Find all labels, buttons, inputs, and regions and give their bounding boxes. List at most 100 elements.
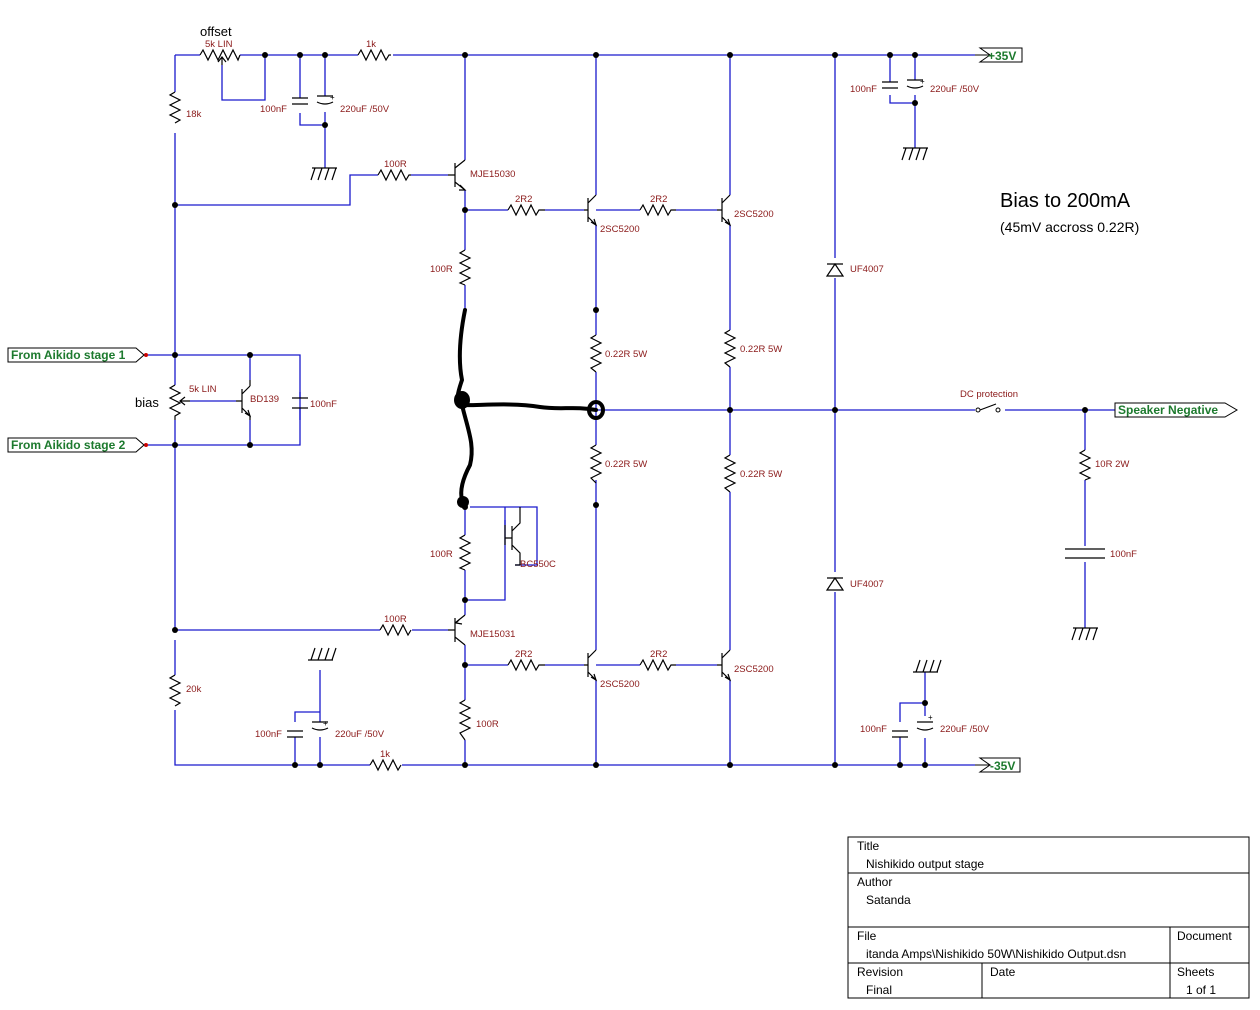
svg-text:20k: 20k [186, 684, 202, 695]
resistor-1k-bot [369, 758, 402, 772]
diode-uf4007-1 [825, 262, 845, 277]
port-plus35v: +35V [975, 47, 1023, 63]
cap-100n-br [892, 730, 908, 738]
svg-text:100nF: 100nF [860, 724, 887, 735]
resistor-100r-top [458, 249, 472, 286]
svg-text:Final: Final [866, 983, 892, 997]
cap-220-tl [316, 95, 334, 105]
svg-text:BD139: BD139 [250, 394, 279, 405]
svg-text:MJE15031: MJE15031 [470, 629, 515, 640]
bias-label: bias [135, 395, 159, 410]
resistor-2r2-a [507, 203, 545, 217]
svg-text:Revision: Revision [857, 965, 903, 979]
transistor-2sc5200-1 [584, 194, 598, 227]
diode-uf4007-2 [825, 576, 845, 591]
resistor-10r [1078, 449, 1092, 481]
svg-text:itanda Amps\Nishikido 50W\Nish: itanda Amps\Nishikido 50W\Nishikido Outp… [866, 947, 1126, 961]
svg-text:2SC5200: 2SC5200 [600, 224, 640, 235]
resistor-100r-mid [458, 534, 472, 571]
svg-text:100nF: 100nF [1110, 549, 1137, 560]
resistors [168, 48, 1092, 772]
svg-text:220uF /50V: 220uF /50V [940, 724, 990, 735]
svg-text:220uF /50V: 220uF /50V [335, 729, 385, 740]
pot-bias [168, 384, 182, 420]
svg-text:220uF /50V: 220uF /50V [340, 104, 390, 115]
svg-text:2SC5200: 2SC5200 [600, 679, 640, 690]
svg-text:+: + [920, 77, 925, 86]
resistor-2r2-b [639, 203, 676, 217]
svg-text:2R2: 2R2 [650, 649, 667, 660]
svg-text:BC550C: BC550C [520, 559, 556, 570]
hand-drawn-wires [454, 308, 605, 508]
transistors [236, 159, 732, 682]
svg-text:Speaker Negative: Speaker Negative [1118, 403, 1218, 417]
resistor-100r-bot [458, 699, 472, 741]
transistor-bd139 [236, 380, 252, 420]
svg-text:2R2: 2R2 [515, 649, 532, 660]
resistor-022-4 [723, 454, 737, 493]
svg-text:100R: 100R [384, 159, 407, 170]
svg-text:-35V: -35V [990, 759, 1015, 773]
resistor-20k [168, 674, 182, 707]
cap-100n-bl [287, 730, 303, 738]
cap-220-bl [311, 721, 329, 731]
pot-bias-label: 5k LIN [189, 384, 217, 395]
svg-text:100nF: 100nF [255, 729, 282, 740]
svg-text:From Aikido stage 1: From Aikido stage 1 [11, 348, 126, 362]
pot-offset [199, 48, 241, 62]
bias-note: Bias to 200mA (45mV accross 0.22R) [1000, 190, 1139, 235]
transistor-mje15030 [448, 159, 467, 191]
bias-note-subtitle: (45mV accross 0.22R) [1000, 219, 1139, 235]
svg-text:100R: 100R [384, 614, 407, 625]
cap-220-br [916, 721, 934, 731]
svg-text:Author: Author [857, 875, 892, 889]
svg-text:2SC5200: 2SC5200 [734, 664, 774, 675]
junction-dots [144, 52, 1088, 768]
wires [148, 54, 1115, 766]
offset-label: offset [200, 24, 232, 39]
title-block: Title Nishikido output stage Author Sata… [847, 836, 1250, 999]
transistor-2sc5200-4 [717, 649, 732, 682]
svg-text:Nishikido output stage: Nishikido output stage [866, 857, 984, 871]
svg-text:Sheets: Sheets [1177, 965, 1214, 979]
svg-text:100R: 100R [476, 719, 499, 730]
svg-text:1 of 1: 1 of 1 [1186, 983, 1216, 997]
svg-text:+: + [323, 719, 328, 728]
svg-text:18k: 18k [186, 109, 202, 120]
port-speaker-negative: Speaker Negative [1114, 402, 1238, 418]
svg-text:220uF /50V: 220uF /50V [930, 84, 980, 95]
svg-text:UF4007: UF4007 [850, 579, 884, 590]
cap-100n-tl [292, 97, 308, 105]
component-labels: offset 5k LIN bias 5k LIN 18k 20k 1k 1k … [135, 24, 1137, 760]
svg-text:UF4007: UF4007 [850, 264, 884, 275]
cap-100n-zobel [1065, 548, 1105, 559]
svg-text:Satanda: Satanda [866, 893, 911, 907]
svg-text:0.22R 5W: 0.22R 5W [740, 469, 782, 480]
svg-text:Title: Title [857, 839, 880, 853]
port-minus35v: -35V [975, 757, 1021, 773]
resistor-100r-base-bot [379, 623, 412, 637]
svg-text:1k: 1k [366, 39, 376, 50]
transistor-mje15031 [448, 614, 466, 646]
svg-text:2R2: 2R2 [515, 194, 532, 205]
svg-text:1k: 1k [380, 749, 390, 760]
svg-text:0.22R 5W: 0.22R 5W [605, 459, 647, 470]
resistor-2r2-d [639, 658, 676, 672]
svg-text:+: + [928, 713, 933, 722]
resistor-100r-base-top [377, 168, 411, 182]
resistor-022-3 [589, 444, 603, 484]
svg-text:+: + [330, 93, 335, 102]
svg-text:DC protection: DC protection [960, 389, 1018, 400]
svg-text:MJE15030: MJE15030 [470, 169, 515, 180]
transistor-2sc5200-2 [717, 194, 732, 227]
capacitors: + + + + [287, 77, 1105, 738]
svg-text:0.22R 5W: 0.22R 5W [605, 349, 647, 360]
svg-text:File: File [857, 929, 877, 943]
svg-text:+35V: +35V [988, 49, 1016, 63]
resistor-2r2-c [507, 658, 545, 672]
pot-offset-label: 5k LIN [205, 39, 233, 50]
diodes [825, 262, 845, 591]
port-aikido-1: From Aikido stage 1 [7, 347, 145, 363]
resistor-1k-top [357, 48, 391, 62]
ground-symbols [308, 147, 1098, 673]
